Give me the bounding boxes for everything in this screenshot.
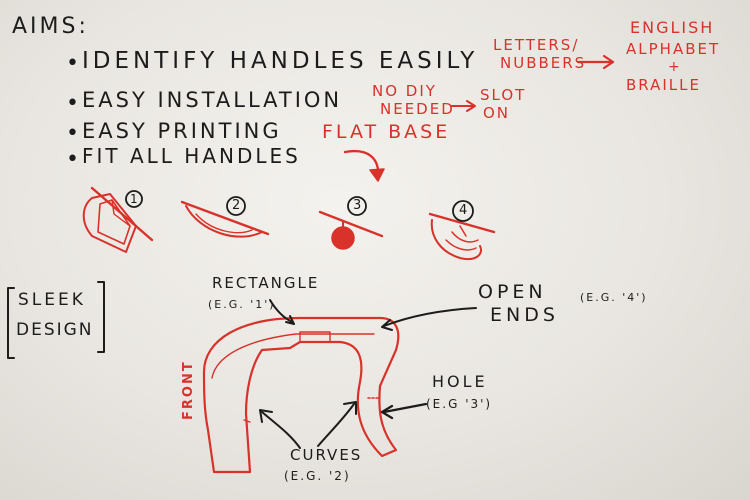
note-needed: NEEDED xyxy=(380,100,455,118)
note-alphabet: ALPHABET xyxy=(626,40,721,58)
note-letters: LETTERS/ xyxy=(493,36,580,54)
aim-bullet: • xyxy=(66,51,82,76)
label-hole: HOLE xyxy=(432,372,488,391)
label-rectangle-example: (E.G. '1') xyxy=(208,298,276,311)
handle-number-3: 3 xyxy=(353,198,362,213)
label-front: FRONT xyxy=(181,360,196,420)
label-ends: ENDS xyxy=(490,304,559,326)
aim-bullet: • xyxy=(66,91,82,116)
label-design: DESIGN xyxy=(16,320,94,340)
note-slot: SLOT xyxy=(480,86,527,104)
note-plus: + xyxy=(668,59,683,75)
aim-easy-printing: EASY PRINTING xyxy=(82,119,282,143)
aim-identify-handles: IDENTIFY HANDLES EASILY xyxy=(82,48,479,74)
aim-fit-all-handles: FIT ALL HANDLES xyxy=(82,144,301,168)
note-flat-base: FLAT BASE xyxy=(322,121,451,143)
label-sleek: SLEEK xyxy=(18,290,86,310)
aims-heading: AIMS: xyxy=(12,14,89,39)
aim-easy-installation: EASY INSTALLATION xyxy=(82,88,343,112)
note-english: ENGLISH xyxy=(630,18,715,37)
aim-bullet: • xyxy=(66,147,82,172)
label-rectangle: RECTANGLE xyxy=(212,274,320,292)
label-open: OPEN xyxy=(478,281,547,303)
label-curves-example: (E.G. '2) xyxy=(284,469,351,483)
aim-bullet: • xyxy=(66,121,82,146)
handle-number-2: 2 xyxy=(232,198,241,213)
note-braille: BRAILLE xyxy=(626,76,701,94)
note-on: ON xyxy=(483,104,511,122)
label-curves: CURVES xyxy=(290,446,363,464)
note-numbers: NUBBERS xyxy=(500,54,587,72)
label-hole-example: (E.G '3') xyxy=(426,397,493,411)
handle-number-1: 1 xyxy=(130,192,138,206)
handle-number-4: 4 xyxy=(459,203,468,218)
label-open-example: (E.G. '4') xyxy=(580,291,648,304)
note-no-diy: NO DIY xyxy=(372,82,437,100)
